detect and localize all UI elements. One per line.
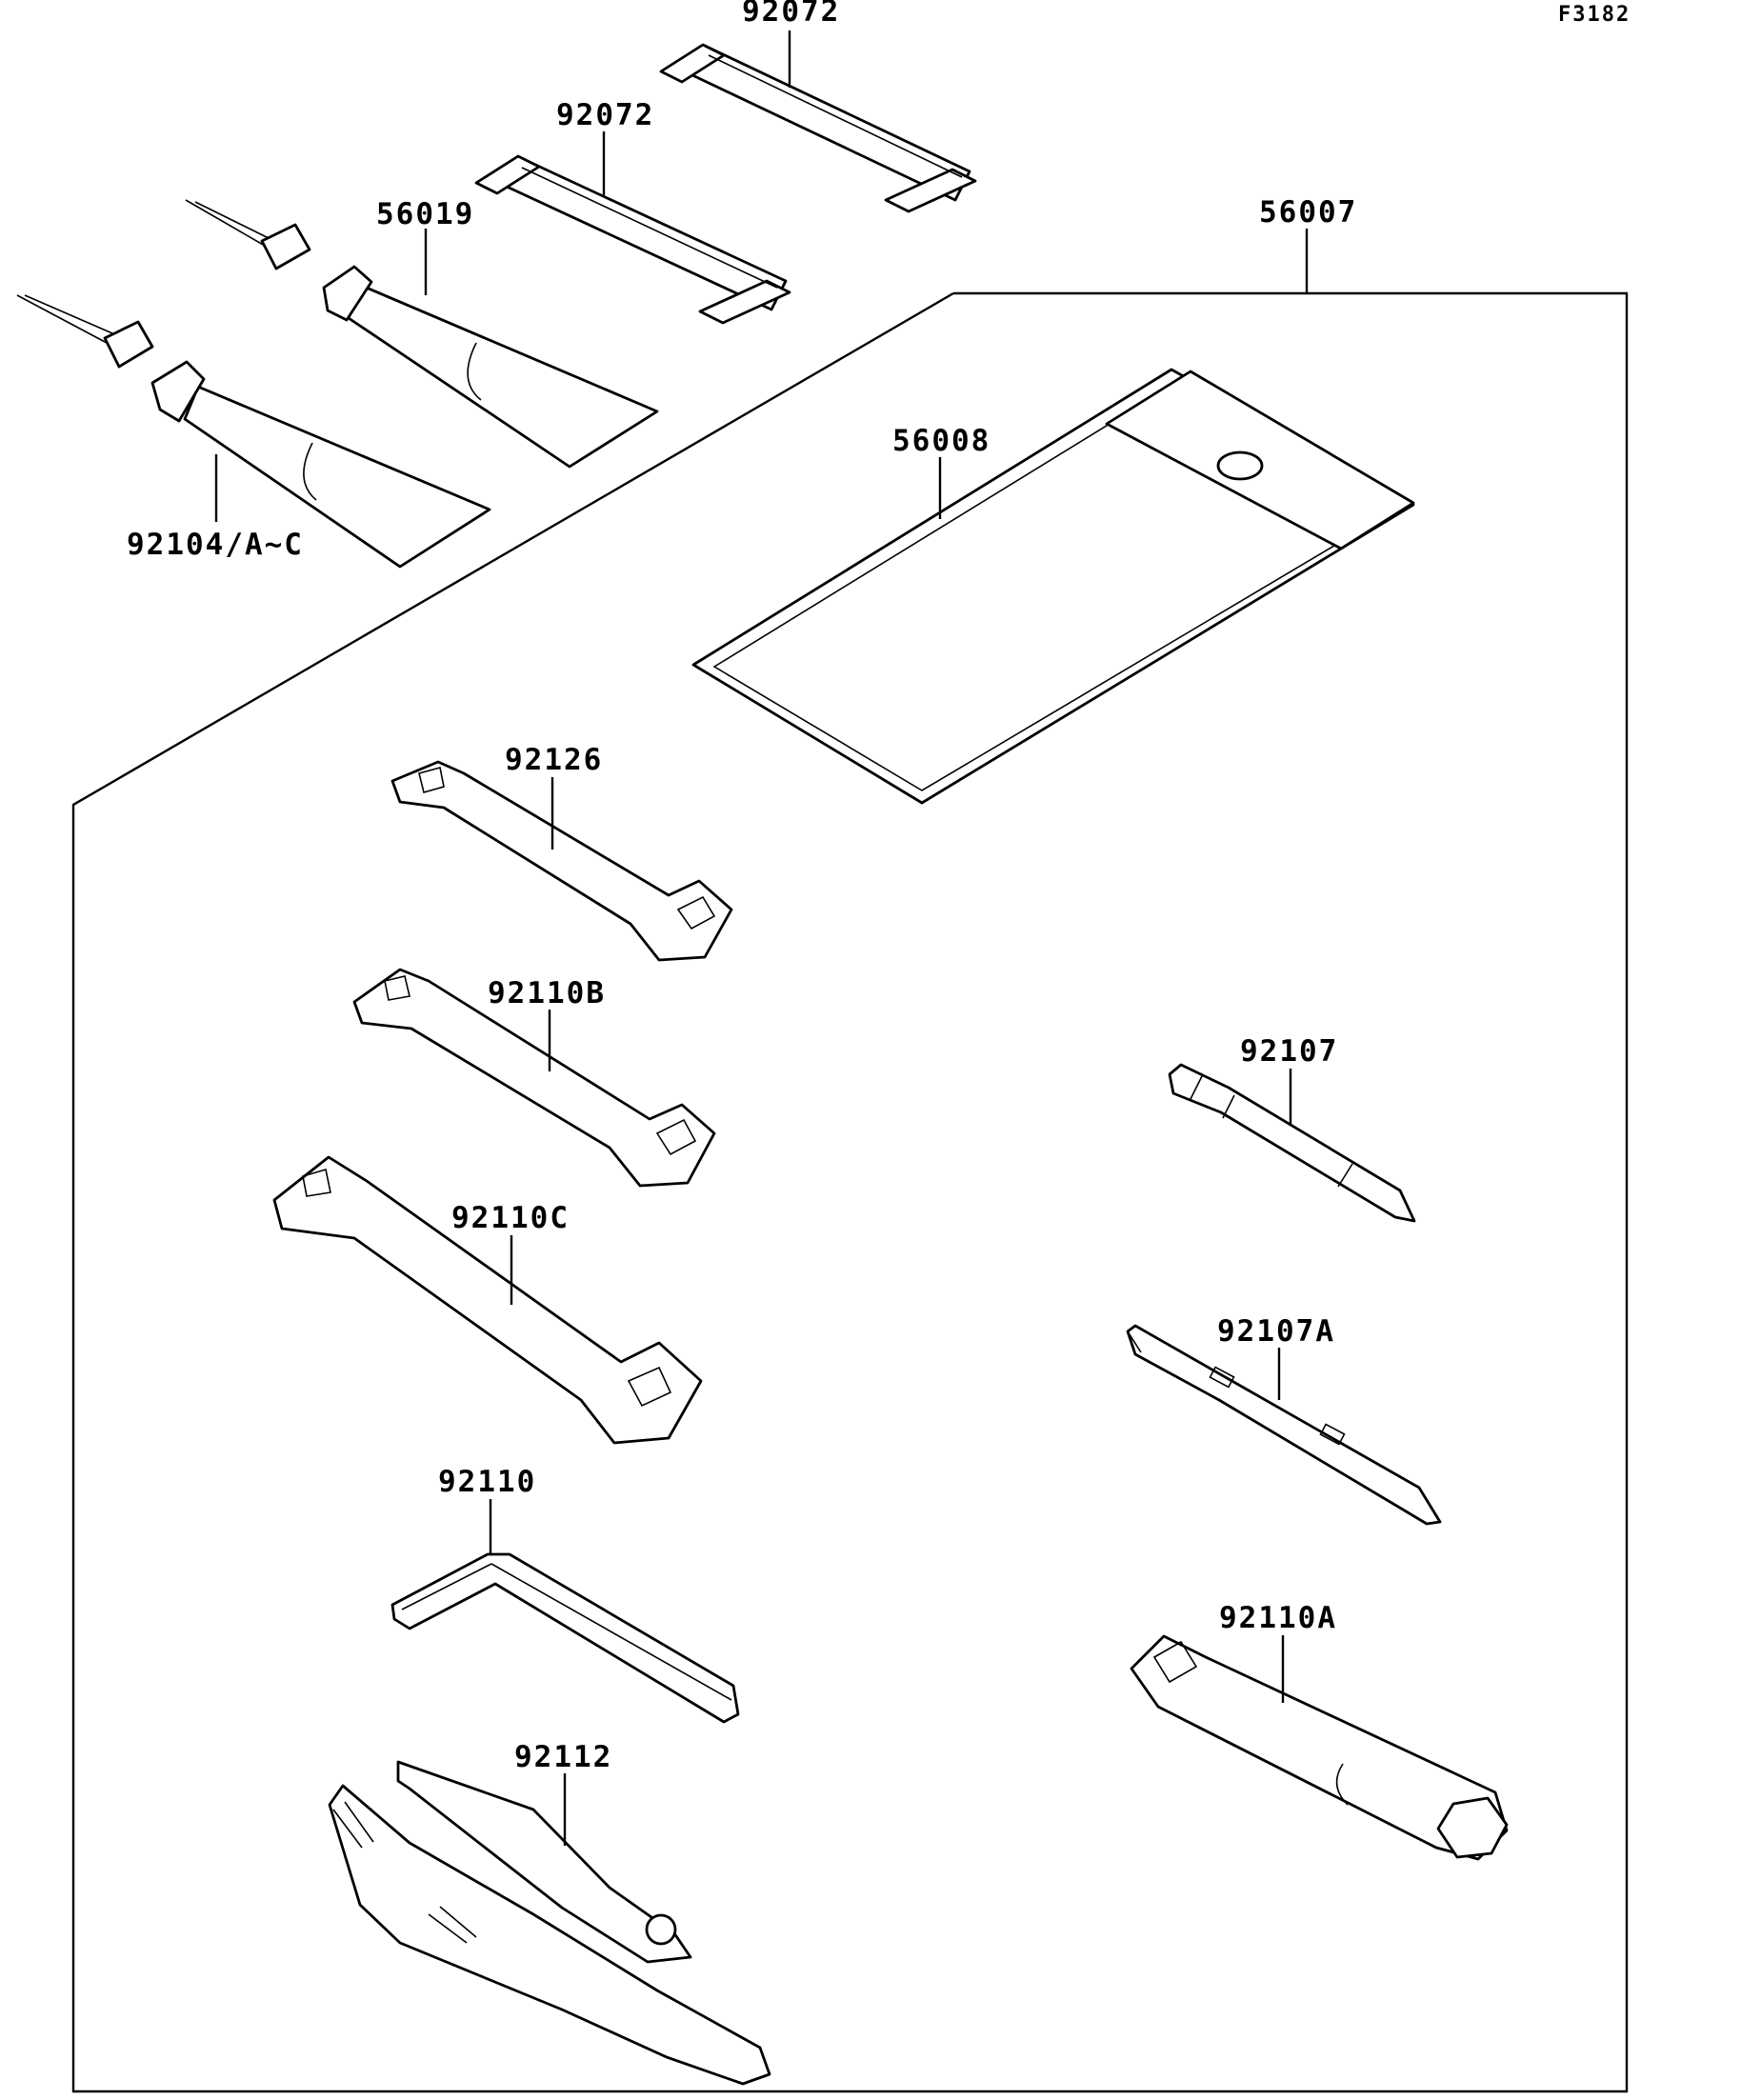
label-56008: 56008 [892, 424, 991, 458]
label-92107: 92107 [1240, 1034, 1338, 1069]
figure-code: F3182 [1558, 3, 1631, 27]
label-92110C: 92110C [451, 1201, 570, 1235]
label-92110: 92110 [438, 1465, 536, 1499]
wrench-92110B [352, 968, 716, 1188]
strap-92072-top [659, 43, 977, 213]
label-92072-mid: 92072 [556, 98, 654, 132]
screwdriver-92107A [1126, 1324, 1442, 1526]
label-92107A: 92107A [1217, 1314, 1335, 1349]
label-56007: 56007 [1259, 195, 1357, 230]
pliers-92112 [328, 1760, 771, 2086]
wrench-92126 [390, 760, 733, 962]
label-92112: 92112 [514, 1740, 612, 1774]
label-92110A: 92110A [1219, 1601, 1337, 1635]
label-56019: 56019 [376, 197, 474, 231]
strap-92072-mid [474, 154, 791, 325]
tube-56019 [185, 199, 659, 469]
wrench-92110C [272, 1155, 703, 1445]
screwdriver-92107 [1168, 1063, 1416, 1223]
label-92104: 92104/A~C [127, 528, 304, 562]
hex-key-92110 [390, 1552, 740, 1724]
label-92126: 92126 [505, 743, 603, 777]
kit-boundary [71, 291, 1629, 2093]
tube-92104 [16, 294, 491, 569]
box-wrench-92110A [1130, 1634, 1509, 1861]
pouch-56008 [691, 368, 1415, 805]
label-92072-top: 92072 [742, 0, 840, 29]
label-92110B: 92110B [488, 976, 606, 1010]
